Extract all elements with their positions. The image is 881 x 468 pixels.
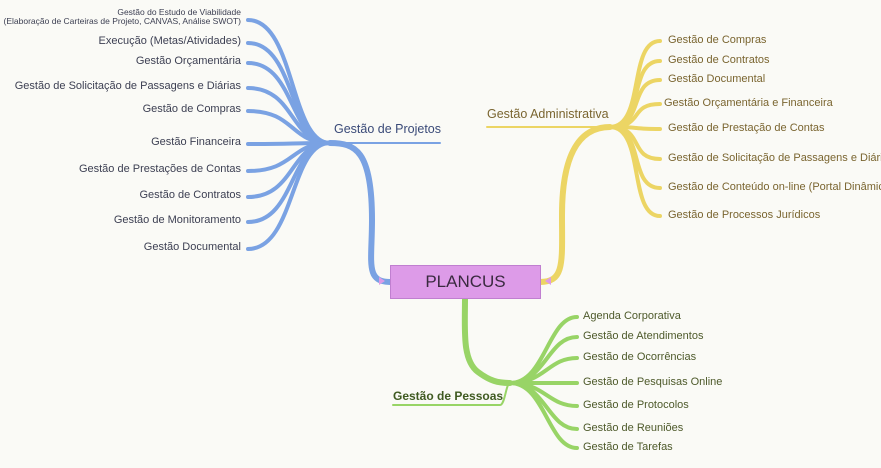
leaf-administrativa-gestao-orcamentaria-e-financeira[interactable]: Gestão Orçamentária e Financeira: [664, 97, 833, 109]
leaf-projetos-gestao-documental[interactable]: Gestão Documental: [143, 241, 241, 253]
leaf-projetos-gestao-orcamentaria[interactable]: Gestão Orçamentária: [135, 55, 241, 67]
leaf-administrativa-gestao-de-compras[interactable]: Gestão de Compras: [668, 34, 767, 46]
link-projetos-9: [246, 141, 332, 251]
leaf-projetos-gestao-de-prestacoes-de-contas[interactable]: Gestão de Prestações de Contas: [78, 163, 241, 175]
link-projetos-8: [246, 141, 332, 224]
leaf-projetos-gestao-de-contratos[interactable]: Gestão de Contratos: [139, 189, 241, 201]
link-administrativa-7: [608, 125, 662, 218]
leaf-projetos-gestao-de-compras[interactable]: Gestão de Compras: [142, 103, 241, 115]
trunk-pessoas: [461, 295, 513, 386]
leaf-pessoas-gestao-de-ocorrencias[interactable]: Gestão de Ocorrências: [583, 351, 697, 363]
link-pessoas-6: [508, 381, 579, 450]
leaf-projetos-gestao-financeira[interactable]: Gestão Financeira: [151, 136, 241, 148]
leaf-pessoas-gestao-de-protocolos[interactable]: Gestão de Protocolos: [583, 399, 689, 411]
leaf-pessoas-gestao-de-tarefas[interactable]: Gestão de Tarefas: [583, 441, 673, 453]
leaf-administrativa-gestao-de-conteudo-on-line-portal-dinami[interactable]: Gestão de Conteúdo on-line (Portal Dinâm…: [668, 181, 881, 193]
leaf-projetos-gestao-de-monitoramento[interactable]: Gestão de Monitoramento: [113, 214, 241, 226]
trunk-administrativa: [537, 124, 613, 285]
branch-gestao-de-pessoas[interactable]: Gestão de Pessoas: [393, 389, 504, 403]
root-arrow-tip: [545, 277, 551, 285]
leaf-administrativa-gestao-de-processos-juridicos[interactable]: Gestão de Processos Jurídicos: [668, 209, 821, 221]
root-node-label: PLANCUS: [425, 272, 506, 291]
leaf-administrativa-gestao-de-prestacao-de-contas[interactable]: Gestão de Prestação de Contas: [668, 122, 825, 134]
link-projetos-1: [246, 41, 332, 145]
branch-gestao-de-projetos[interactable]: Gestão de Projetos: [334, 122, 442, 136]
leaf-projetos-execucao-metas-atividades[interactable]: Execução (Metas/Atividades): [98, 35, 241, 47]
root-arrow-tip: [379, 277, 385, 285]
leaf-pessoas-gestao-de-pesquisas-online[interactable]: Gestão de Pesquisas Online: [583, 376, 723, 388]
branch-gestao-administrativa[interactable]: Gestão Administrativa: [487, 107, 609, 121]
leaf-pessoas-gestao-de-atendimentos[interactable]: Gestão de Atendimentos: [583, 330, 704, 342]
leaf-pessoas-gestao-de-reunioes[interactable]: Gestão de Reuniões: [583, 422, 684, 434]
leaf-projetos-gestao-de-solicitacao-de-passagens-e-dia[interactable]: Gestão de Solicitação de Passagens e Diá…: [14, 80, 241, 92]
leaf-administrativa-gestao-documental[interactable]: Gestão Documental: [668, 73, 766, 85]
leaf-administrativa-gestao-de-solicitacao-de-passagens-e-dia[interactable]: Gestão de Solicitação de Passagens e Diá…: [668, 152, 881, 164]
root-node[interactable]: PLANCUS: [390, 265, 541, 299]
trunk-projetos: [327, 140, 393, 285]
leaf-projetos-gestao-do-estudo-de-viabilidade-elaborac[interactable]: Gestão do Estudo de Viabilidade (Elabora…: [3, 7, 241, 26]
leaf-administrativa-gestao-de-contratos[interactable]: Gestão de Contratos: [668, 54, 770, 66]
leaf-pessoas-agenda-corporativa[interactable]: Agenda Corporativa: [583, 310, 681, 322]
